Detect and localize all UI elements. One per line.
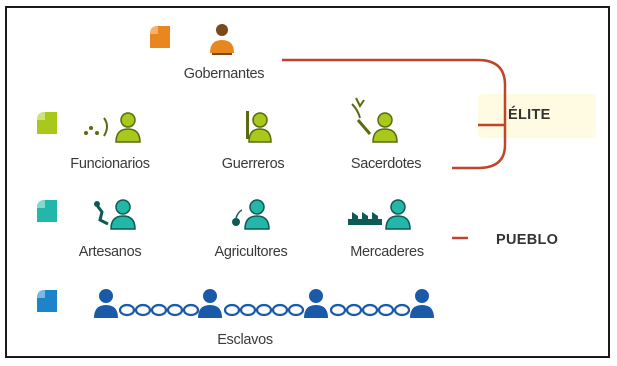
artesanos-icon [94,199,136,230]
elite-bracket [282,58,507,170]
mercaderes-icon [348,199,411,230]
label-gobernantes: Gobernantes [183,66,265,82]
funcionarios-icon [84,112,141,143]
agricultores-icon [232,199,270,230]
label-esclavos: Esclavos [217,332,273,348]
group-pueblo: PUEBLO [496,232,559,248]
funcionarios-marker [37,112,57,134]
elite-highlight [478,94,596,138]
label-mercaderes: Mercaderes [350,244,424,260]
label-agricultores: Agricultores [214,244,288,260]
guerreros-icon [246,111,272,143]
group-elite: ÉLITE [508,107,551,123]
label-sacerdotes: Sacerdotes [350,156,422,172]
pueblo-marker [37,200,57,222]
gobernantes-marker [150,26,170,48]
sacerdotes-icon [351,97,398,143]
gobernantes-person-icon [210,24,234,55]
label-funcionarios: Funcionarios [70,156,150,172]
label-artesanos: Artesanos [78,244,142,260]
label-guerreros: Guerreros [221,156,285,172]
esclavos-chain-icon [94,289,434,318]
esclavos-marker [37,290,57,312]
diagram-frame [5,6,610,358]
